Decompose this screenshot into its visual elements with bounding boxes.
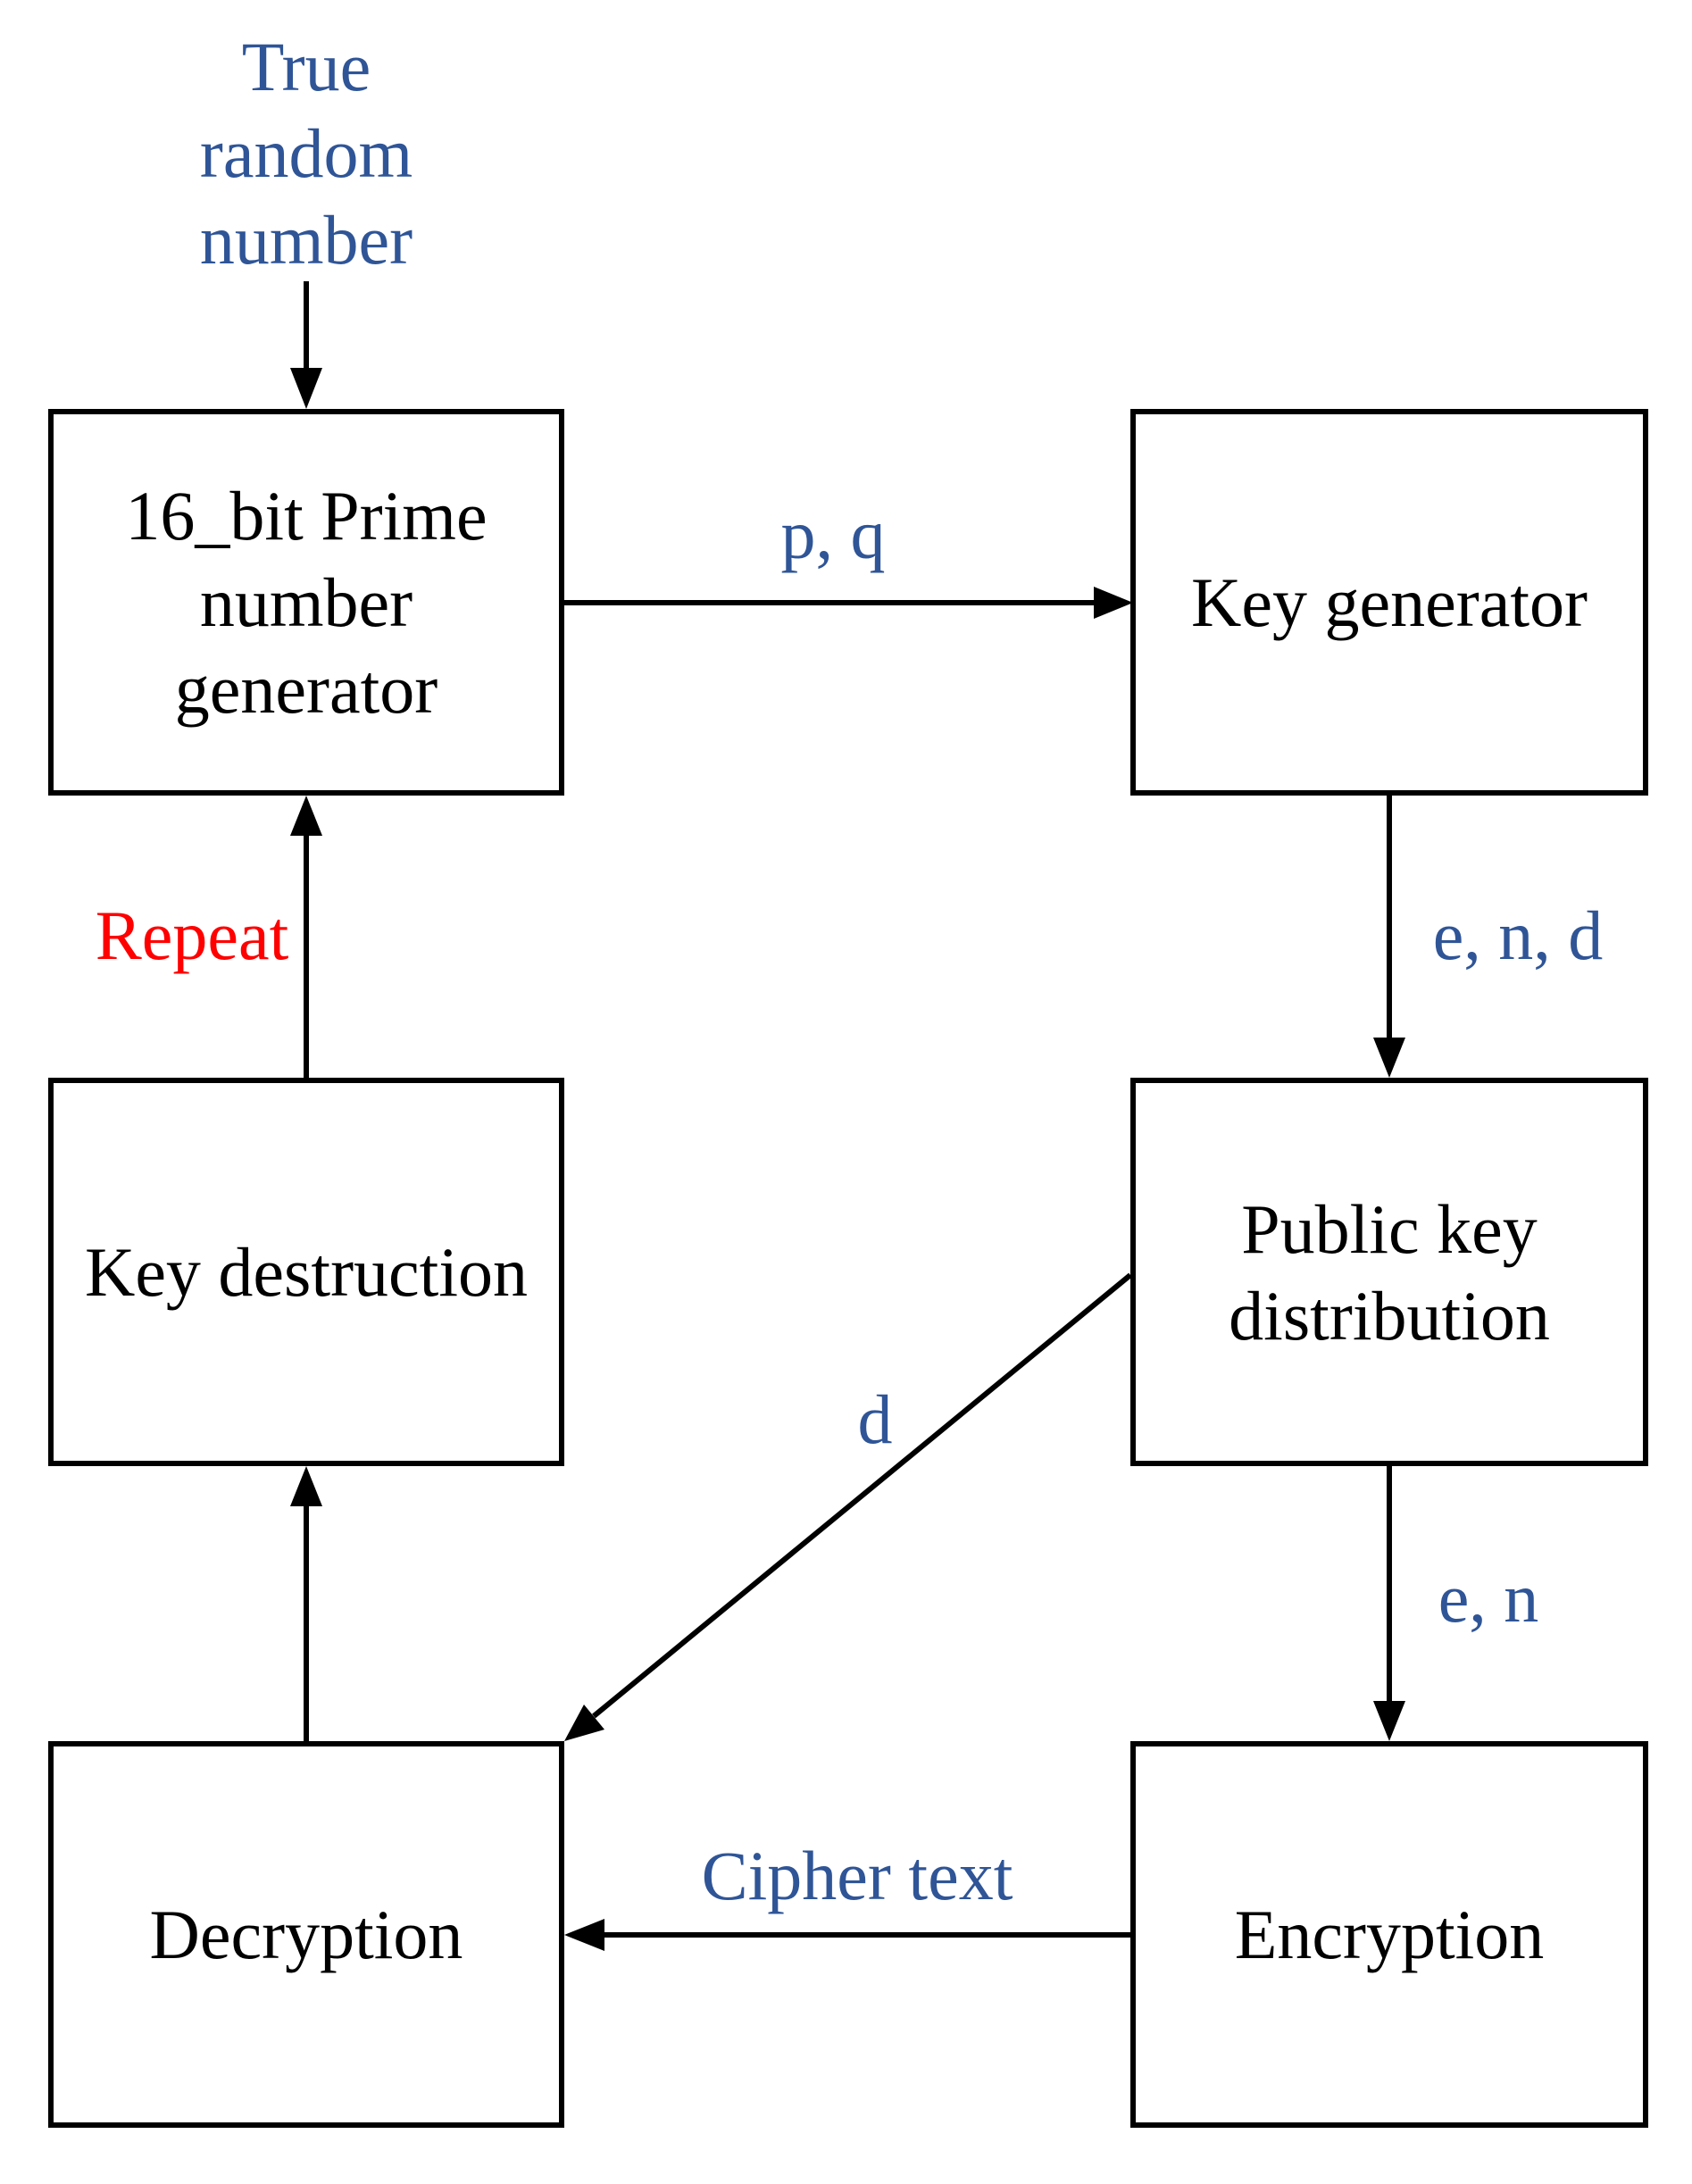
pq-label: p, q: [780, 496, 886, 573]
key-generator-label: Key generator: [1191, 563, 1588, 641]
key-generator-box: Key generator: [1130, 409, 1648, 796]
key-destruction-label: Key destruction: [84, 1233, 529, 1311]
en-label: e, n: [1438, 1559, 1539, 1637]
edge-destroy-arrowhead: [290, 1466, 322, 1506]
edge-d-line: [592, 1272, 1132, 1719]
encryption-box: Encryption: [1130, 1741, 1648, 2128]
prime-number-generator-label: 16_bit Prime number generator: [125, 477, 488, 728]
edge-input-arrowhead: [290, 368, 322, 409]
edge-cipher-arrowhead: [564, 1919, 604, 1951]
edge-end-arrowhead: [1373, 1038, 1405, 1078]
cipher-text-label: Cipher text: [701, 1837, 1013, 1914]
prime-number-generator-box: 16_bit Prime number generator: [48, 409, 564, 796]
encryption-label: Encryption: [1234, 1896, 1545, 1973]
edge-pq-arrowhead: [1094, 587, 1133, 619]
repeat-label: Repeat: [95, 896, 289, 974]
edge-d-arrowhead: [564, 1705, 604, 1741]
edge-repeat-arrowhead: [290, 796, 322, 836]
public-key-distribution-label: Public key distribution: [1229, 1189, 1550, 1355]
edge-en-arrowhead: [1373, 1701, 1405, 1741]
key-destruction-box: Key destruction: [48, 1078, 564, 1466]
d-label: d: [857, 1380, 893, 1458]
public-key-distribution-box: Public key distribution: [1130, 1078, 1648, 1466]
true-random-number-label: True random number: [199, 28, 413, 279]
decryption-box: Decryption: [48, 1741, 564, 2128]
end-label: e, n, d: [1432, 896, 1604, 974]
decryption-label: Decryption: [149, 1896, 463, 1973]
